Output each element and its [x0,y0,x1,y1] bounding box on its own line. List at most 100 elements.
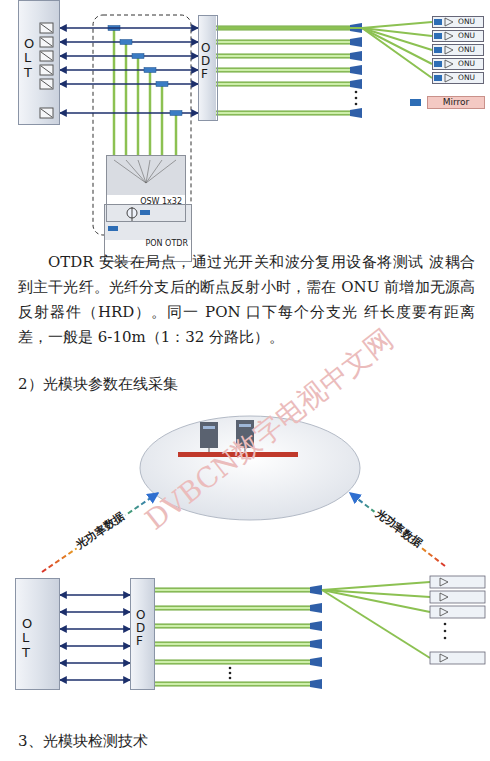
trunk-tube [216,40,350,45]
wdm-drop [137,58,140,155]
device-box: ONU [432,30,484,42]
repeated-strokes [40,16,485,689]
osw-inner [126,160,146,183]
trunk-tube [155,624,310,629]
onu-icon [445,32,453,40]
trunk-tube [216,41,350,44]
trunk-tube [155,661,310,664]
olt-port [41,52,52,60]
equipment-box: ODF [198,15,218,121]
onu-body [432,44,484,56]
onu-body [432,58,484,70]
trunk-tube [155,660,310,665]
server [200,422,218,448]
olt-fiber [60,628,130,629]
fiber-connector [218,28,432,78]
onu-icon [440,654,448,662]
trunk-tube [216,83,350,86]
olt-fiber [60,611,130,612]
osw-inner [138,160,146,183]
trunk-tube [216,111,350,116]
flow-label: 光功率数据 [72,509,129,554]
onu-icon [445,18,453,26]
olt-port [40,51,53,61]
splitter [350,51,362,61]
box-label: OSW 1x32 [140,183,182,221]
splitter [310,621,322,631]
olt-fiber [60,662,130,663]
onu-body [432,30,484,42]
ellipsis-dot [229,667,232,670]
splitter [350,65,362,75]
olt-port [41,24,52,32]
dashed-enclosure [93,15,191,235]
splitter [350,79,362,89]
wdm-coupler [156,82,168,87]
section-heading: 2）光模块参数在线采集 [18,374,178,394]
device-box: OSW 1x32 [106,155,186,222]
wdm-drop [125,44,128,155]
device-box: ONU [432,44,484,56]
olt-fiber [60,83,198,84]
olt-body [15,578,60,690]
legend-swatch [410,99,421,106]
box-label: ONU [458,59,475,69]
olt-port [40,23,53,33]
mirror [434,47,442,53]
onu-icon [445,74,453,82]
odf-body [198,15,216,121]
trunk-tube [155,643,310,646]
trunk-tube [155,588,310,593]
fiber-connector [60,594,130,595]
ellipsis-dot [444,623,447,626]
server [203,426,215,429]
trunk-tube [155,682,310,687]
wdm-drop [161,86,164,155]
ellipsis-dot [355,91,358,94]
olt-fiber [60,55,198,56]
trunk-tube [155,589,310,592]
box-label: ODF [201,42,213,82]
trunk-tube [155,606,310,611]
trunk-tube [155,683,310,686]
olt-port [40,65,53,75]
olt-port [41,109,52,117]
device-box: ONU [432,58,484,70]
trunk-tube [216,82,350,87]
data-flow-arrow [42,493,158,572]
box-label: ODF [136,609,148,649]
onu-body [430,591,485,603]
wdm-coupler [120,40,132,45]
olt-port [40,37,53,47]
olt-port [41,80,52,88]
olt-port [40,79,53,89]
trunk-tube [216,55,350,58]
osw-inner [146,160,176,183]
olt-port [40,108,53,118]
ellipsis-dot [355,103,358,106]
wdm-coupler [144,68,156,73]
box-label: ONU [458,45,475,55]
onu-icon [445,60,453,68]
wdm-drop [175,115,178,155]
onu-icon [440,608,448,616]
trunk-tube [216,68,350,73]
onu-icon [440,578,448,586]
legend-label: Mirror [427,96,485,109]
osw-inner [114,160,146,183]
tie [209,448,210,452]
device-box: ONU [432,72,484,84]
box-label: OLT [24,37,37,80]
onu-body [430,652,485,664]
fiber-connector [60,27,198,28]
onu-icon [440,593,448,601]
trunk-tube [155,607,310,610]
splitter [310,639,322,649]
olt-port [41,38,52,46]
splitter [350,37,362,47]
splitter [350,108,362,118]
drop-fiber [322,582,430,590]
wdm-coupler [170,111,182,116]
splitter [310,657,322,667]
osw-inner [146,160,162,183]
